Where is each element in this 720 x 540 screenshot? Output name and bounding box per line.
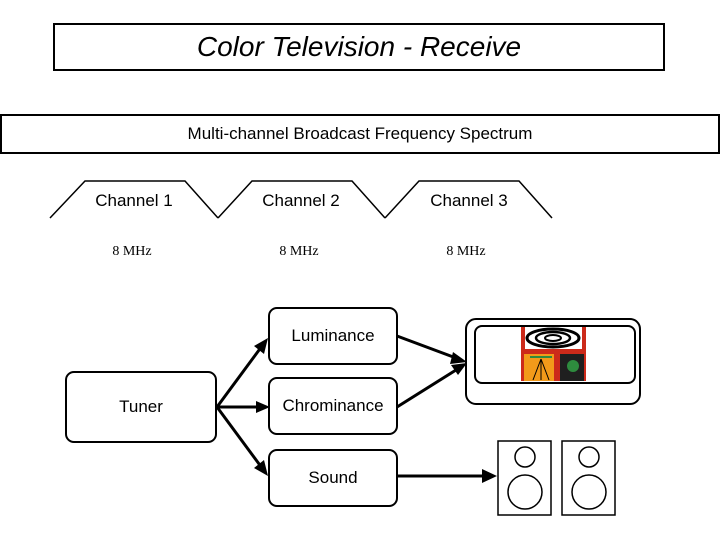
tuner-label: Tuner (119, 397, 163, 416)
arrowhead-tv-2 (451, 363, 467, 375)
sound-label: Sound (308, 468, 358, 487)
channel-1-bandwidth: 8 MHz (112, 244, 152, 259)
arrowhead-sound (254, 460, 268, 476)
arrowhead-chrominance (256, 401, 270, 413)
speaker-icon (497, 440, 552, 516)
tuner-block: Tuner (65, 371, 217, 443)
arrowhead-tv-1 (450, 352, 467, 364)
arrow-luminance-tv (396, 334, 457, 360)
sound-block: Sound (268, 449, 398, 507)
channel-3-bandwidth: 8 MHz (446, 244, 486, 259)
arrowhead-speakers (482, 469, 497, 483)
luminance-block: Luminance (268, 307, 398, 365)
speaker-icon (561, 440, 616, 516)
channel-2-label: Channel 2 (262, 191, 340, 210)
arrowhead-luminance (254, 338, 268, 354)
channel-1-label: Channel 1 (95, 191, 173, 210)
channel-1-trapezoid (49, 180, 219, 219)
channel-2-trapezoid (217, 180, 386, 219)
spectrum-label: Multi-channel Broadcast Frequency Spectr… (0, 114, 720, 154)
chrominance-block: Chrominance (268, 377, 398, 435)
arrow-tuner-sound (215, 406, 264, 469)
television-icon (465, 318, 641, 405)
channel-3-trapezoid (384, 180, 553, 219)
channel-2-bandwidth: 8 MHz (279, 244, 319, 259)
arrow-chrominance-tv (396, 368, 457, 409)
chrominance-label: Chrominance (282, 396, 384, 415)
arrow-tuner-luminance (215, 345, 264, 408)
luminance-label: Luminance (291, 326, 375, 345)
page-title: Color Television - Receive (53, 23, 665, 71)
channel-3-label: Channel 3 (430, 191, 508, 210)
